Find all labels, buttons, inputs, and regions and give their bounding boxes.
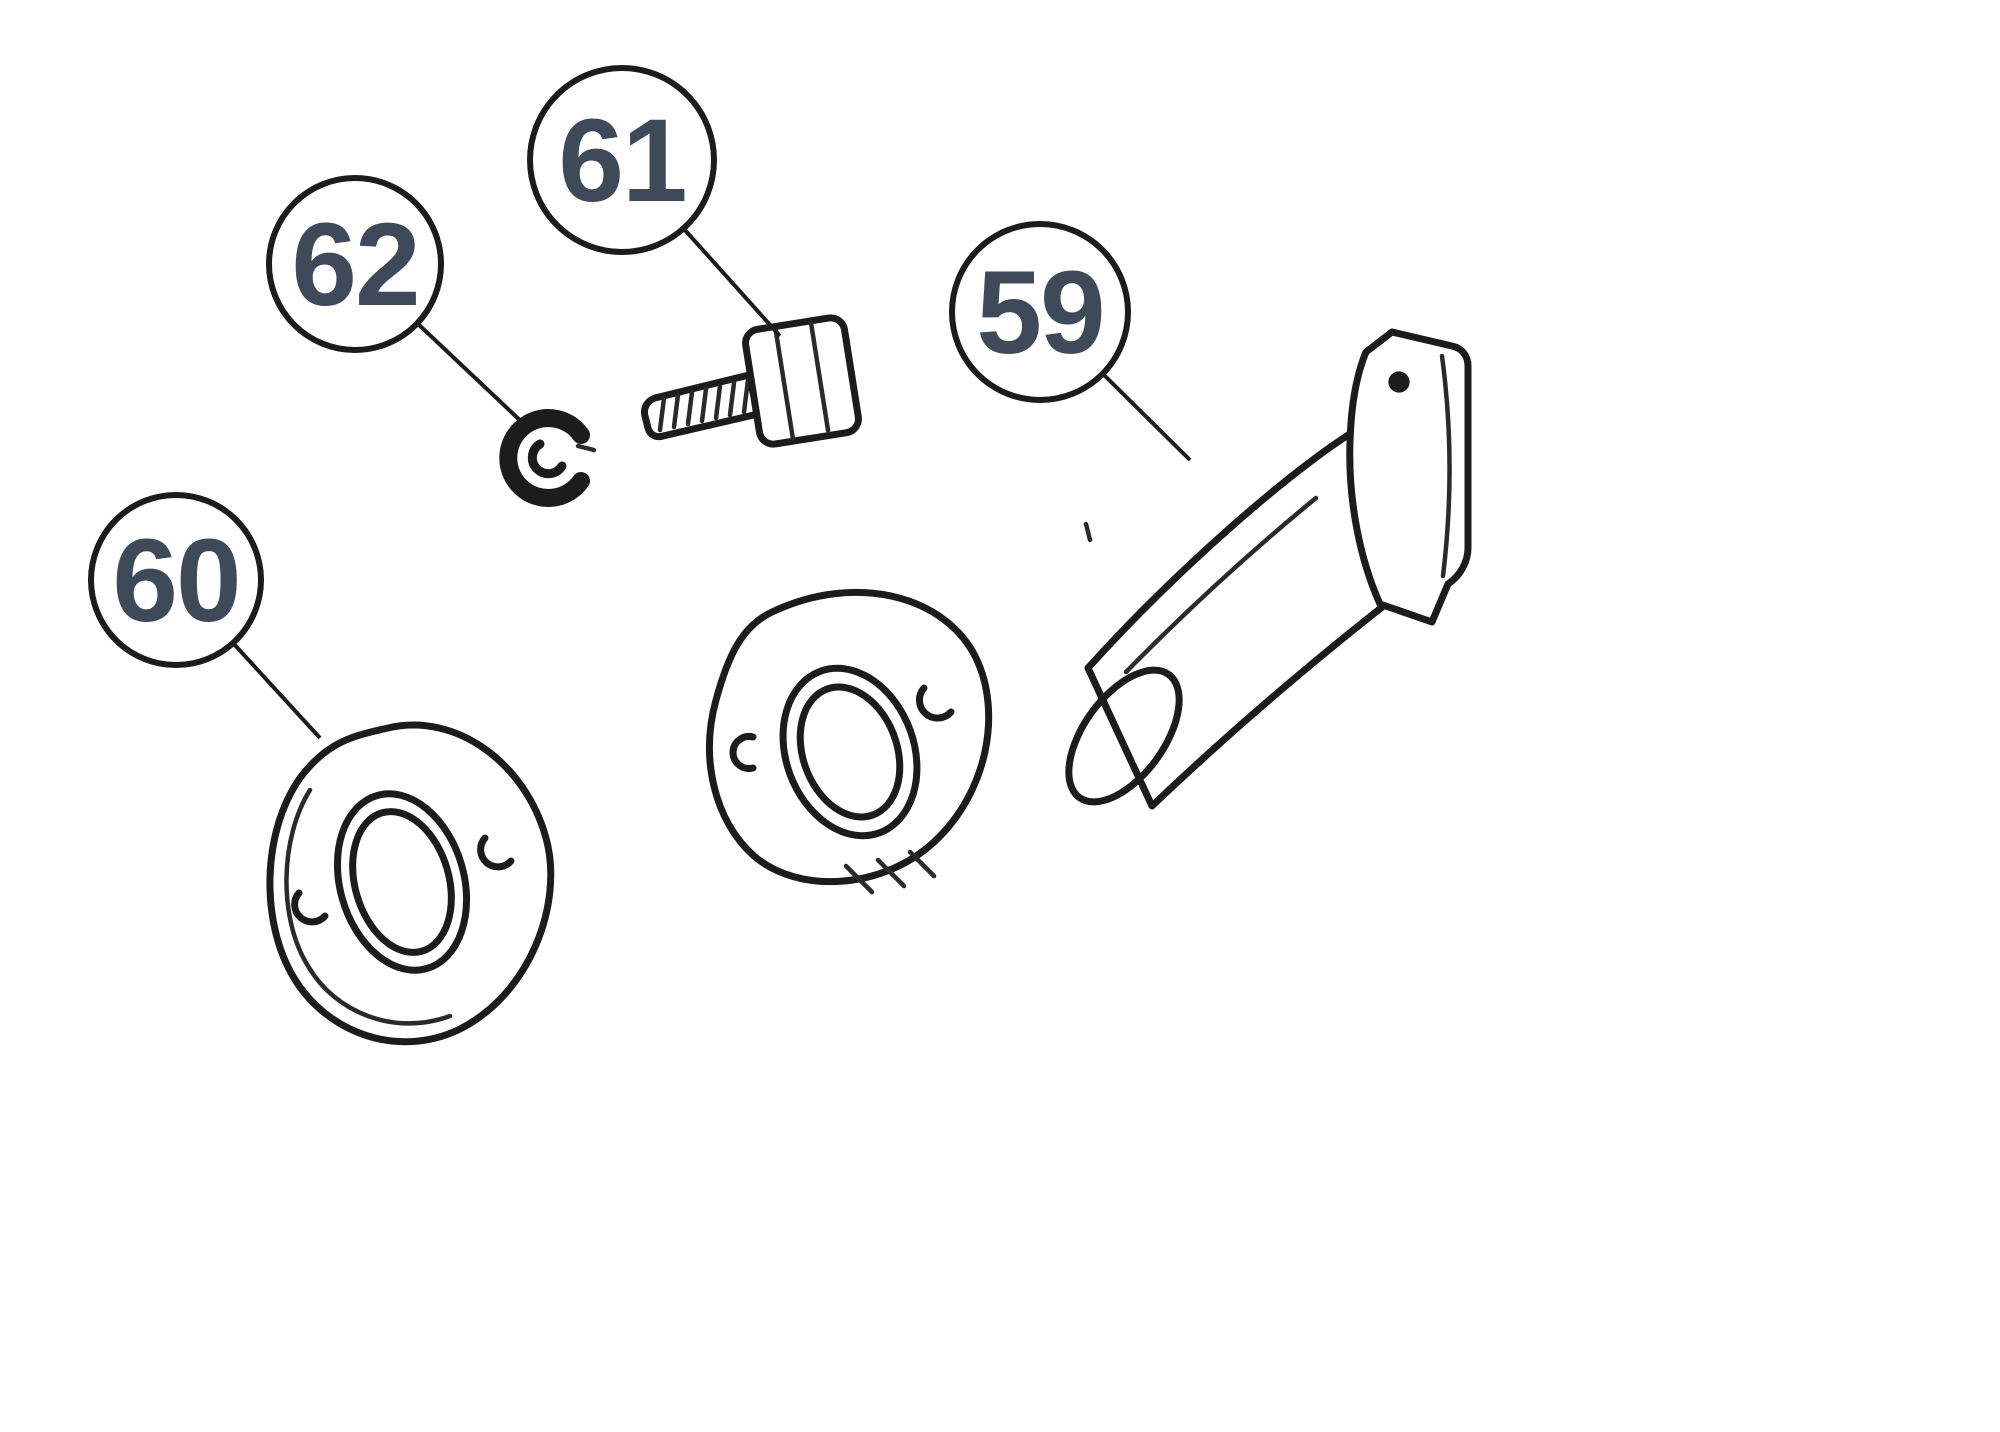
callout-62-circle [266, 175, 444, 353]
clamp-outer-ring [499, 409, 590, 507]
callout-60-circle [88, 492, 264, 668]
pipe-flange-hatch-1 [843, 863, 875, 895]
pipe-flange-bolt-hole [915, 684, 955, 722]
pipe-flange-hatch-2 [875, 857, 907, 889]
bolt-thread-2 [671, 392, 681, 430]
pipe-tick-mark [1083, 521, 1093, 543]
leader-line-60 [231, 641, 322, 740]
callout-61-circle [527, 65, 717, 255]
gasket-bolt-hole-left [291, 889, 329, 926]
callout-61-number: 61 [558, 95, 685, 227]
gasket-bore-inner [349, 808, 455, 956]
callout-61: 61 [527, 65, 717, 255]
pipe-flange-bore-inner [796, 683, 904, 821]
bolt-thread-6 [727, 380, 737, 418]
bolt-thread-7 [741, 377, 751, 415]
clamp-gap-notch [575, 443, 597, 453]
bolt-head-outline [742, 314, 862, 448]
pipe-upper-flange-bolt-hole [1388, 371, 1410, 393]
part-clamp-nut [499, 409, 597, 507]
pipe-end-bead [1065, 666, 1183, 806]
bolt-head-facet-left [773, 328, 796, 441]
bolt-thread-1 [657, 395, 667, 433]
bolt-thread-5 [713, 383, 723, 421]
clamp-inner-hook [527, 439, 567, 479]
pipe-lower-flange [706, 588, 993, 886]
pipe-upper-flange-edge [1439, 353, 1452, 579]
gasket-bore-outer [333, 790, 471, 974]
pipe-flange-hatch-3 [907, 849, 937, 879]
part-flange-gasket [266, 721, 555, 1046]
callout-62: 62 [266, 175, 444, 353]
gasket-outline [266, 721, 555, 1046]
pipe-flange-hook [729, 733, 757, 772]
callout-62-number: 62 [291, 199, 418, 331]
part-exhaust-pipe [706, 328, 1472, 895]
leader-line-61 [682, 227, 782, 338]
gasket-bolt-hole-right [477, 834, 515, 871]
bolt-thread-4 [699, 386, 709, 424]
bolt-thread-3 [685, 389, 695, 427]
part-hex-bolt [641, 314, 862, 448]
pipe-flange-bore-outer [779, 664, 921, 840]
pipe-body [1084, 420, 1408, 810]
leader-line-62 [415, 321, 527, 427]
pipe-highlight-line [1123, 495, 1319, 675]
callout-59-circle [949, 221, 1131, 403]
callout-59-number: 59 [976, 247, 1103, 379]
leader-line-59 [1101, 372, 1192, 462]
bolt-head [742, 314, 862, 448]
callout-60: 60 [88, 492, 264, 668]
callout-60-number: 60 [112, 515, 239, 647]
gasket-thickness-line [284, 787, 453, 1026]
pipe-upper-flange [1346, 328, 1472, 626]
bolt-head-facet-right [808, 320, 831, 433]
callout-59: 59 [949, 221, 1131, 403]
